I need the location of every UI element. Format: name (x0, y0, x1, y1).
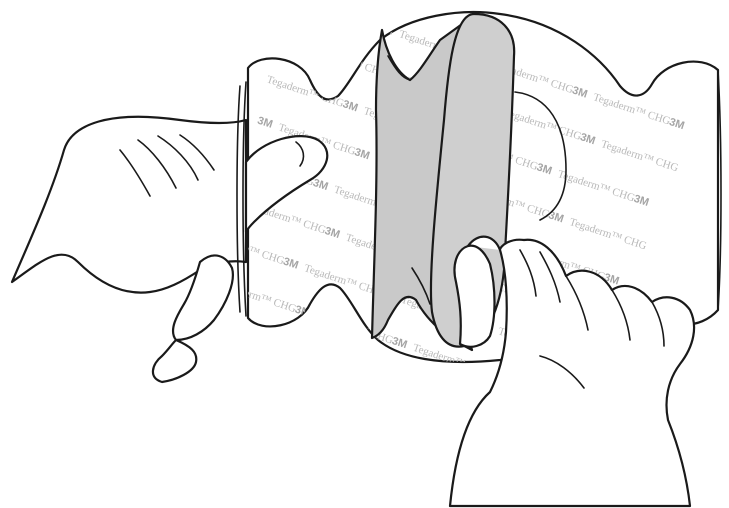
left-hand (12, 117, 246, 382)
watermark-brand: 3M (288, 37, 306, 53)
watermark-text: Tegaderm™ CHG (301, 0, 381, 33)
